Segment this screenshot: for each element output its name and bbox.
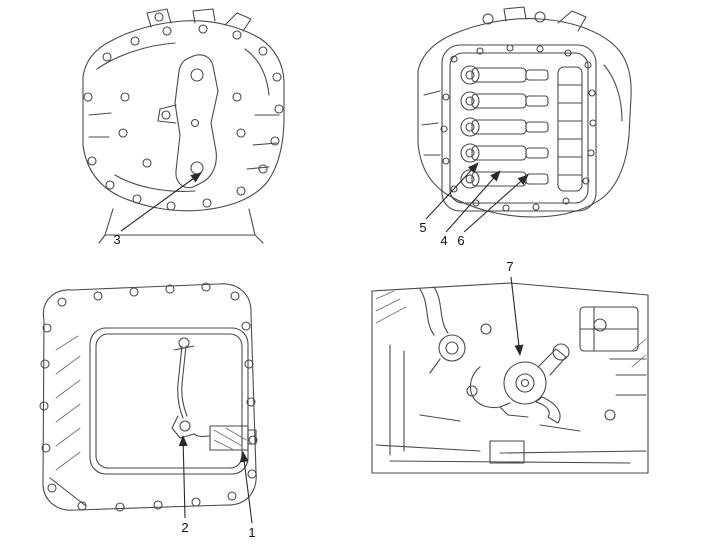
leader-line-7 [510, 276, 524, 356]
leader-line-1 [239, 451, 253, 524]
callout-7: 7 [506, 259, 513, 274]
bolt-heads [39, 282, 258, 512]
bolt-holes [440, 44, 597, 212]
leader-line-3 [120, 172, 202, 232]
transmission-body-art [82, 8, 285, 244]
callout-4: 4 [440, 233, 447, 248]
panel-case-interior-view: 2 1 [39, 282, 258, 540]
callout-3-group: 3 [113, 172, 202, 247]
callout-5-group: 5 [419, 162, 479, 235]
panel-transmission-side-view: 3 [82, 8, 285, 247]
leader-line-4 [445, 170, 501, 233]
panel-valve-body-solenoids: 5 4 6 [417, 6, 632, 248]
engine-block-art [371, 282, 649, 474]
case-housing-art [39, 282, 258, 512]
callout-6: 6 [457, 233, 464, 248]
bolt-heads [83, 24, 284, 211]
leader-line-6 [463, 174, 529, 233]
callout-1-group: 1 [239, 451, 256, 540]
part-3-bracket-art [157, 54, 219, 189]
callout-3: 3 [113, 232, 120, 247]
callout-1: 1 [248, 525, 255, 540]
leader-line-2 [178, 435, 188, 519]
harness-and-lever-art [171, 337, 257, 451]
callout-6-group: 6 [457, 174, 529, 248]
transmission-body-art [417, 6, 632, 218]
leader-line-5 [425, 162, 479, 220]
callout-5: 5 [419, 220, 426, 235]
callout-7-group: 7 [506, 259, 524, 356]
callout-2-group: 2 [178, 435, 189, 535]
part-7-control-lever-art [469, 343, 570, 424]
callout-4-group: 4 [440, 170, 501, 248]
solenoid-bank-art [460, 65, 549, 189]
panel-control-lever-view: 7 [371, 259, 649, 474]
callout-2: 2 [181, 520, 188, 535]
